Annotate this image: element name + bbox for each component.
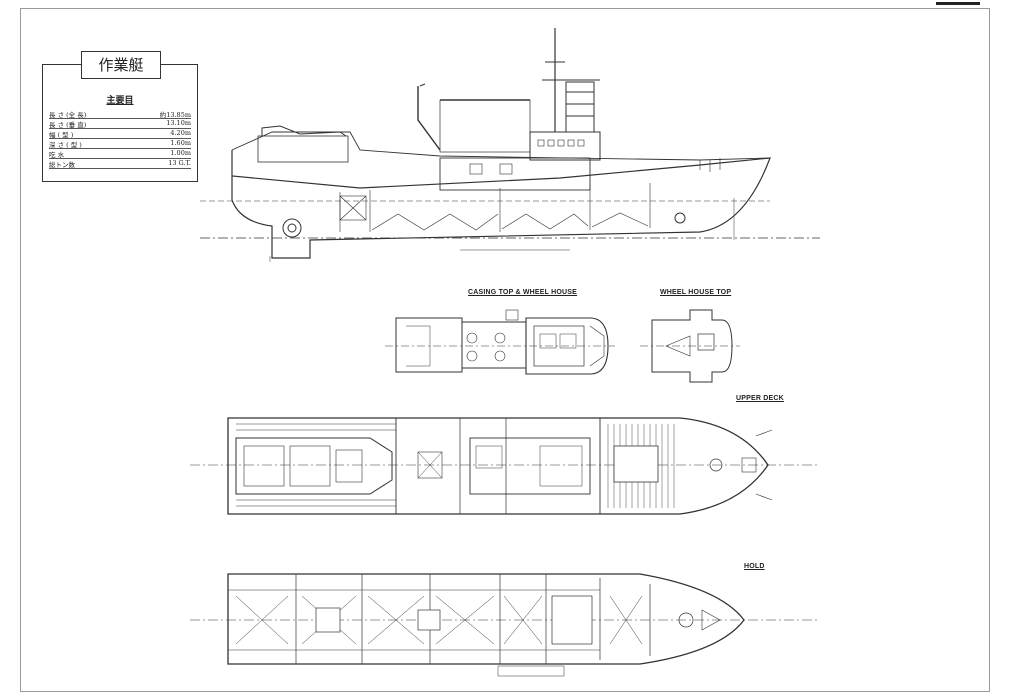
spec-value: 1.60m xyxy=(170,139,191,147)
spec-title: 作業艇 xyxy=(81,51,161,79)
spec-key: 長 さ (全 長) xyxy=(49,111,87,119)
hold-view xyxy=(190,573,820,677)
spec-row: 長 さ (全 長) 約13.85m xyxy=(49,109,191,119)
spec-row: 吃 水 1.00m xyxy=(49,149,191,159)
drawing-sheet xyxy=(20,8,990,692)
wheel-house-top-view xyxy=(640,309,740,383)
spec-key: 総トン数 xyxy=(49,161,75,169)
spec-key: 長 さ (垂 直) xyxy=(49,121,87,129)
profile-view xyxy=(200,28,820,262)
upper-deck-view xyxy=(190,417,820,515)
label-upper-deck: UPPER DECK xyxy=(736,395,784,402)
label-hold: HOLD xyxy=(744,563,765,570)
spec-key: 深 さ ( 型 ) xyxy=(49,141,82,149)
spec-value: 13.10m xyxy=(166,119,191,127)
spec-row: 深 さ ( 型 ) 1.60m xyxy=(49,139,191,149)
label-casing-top: CASING TOP & WHEEL HOUSE xyxy=(468,289,578,296)
spec-value: 13 G.T. xyxy=(168,159,191,167)
spec-value: 4.20m xyxy=(170,129,191,137)
spec-subtitle: 主要目 xyxy=(106,96,134,106)
spec-value: 約13.85m xyxy=(159,111,191,119)
corner-mark xyxy=(936,2,980,5)
spec-value: 1.00m xyxy=(170,149,191,157)
spec-table: 作業艇 主要目 長 さ (全 長) 約13.85m 長 さ (垂 直) 13.1… xyxy=(42,51,198,182)
spec-row: 総トン数 13 G.T. xyxy=(49,159,191,169)
spec-row: 幅 ( 型 ) 4.20m xyxy=(49,129,191,139)
label-wheel-house-top: WHEEL HOUSE TOP xyxy=(660,289,732,296)
spec-row: 長 さ (垂 直) 13.10m xyxy=(49,119,191,129)
spec-key: 吃 水 xyxy=(49,151,65,159)
casing-top-view xyxy=(385,309,615,375)
spec-key: 幅 ( 型 ) xyxy=(49,131,74,139)
